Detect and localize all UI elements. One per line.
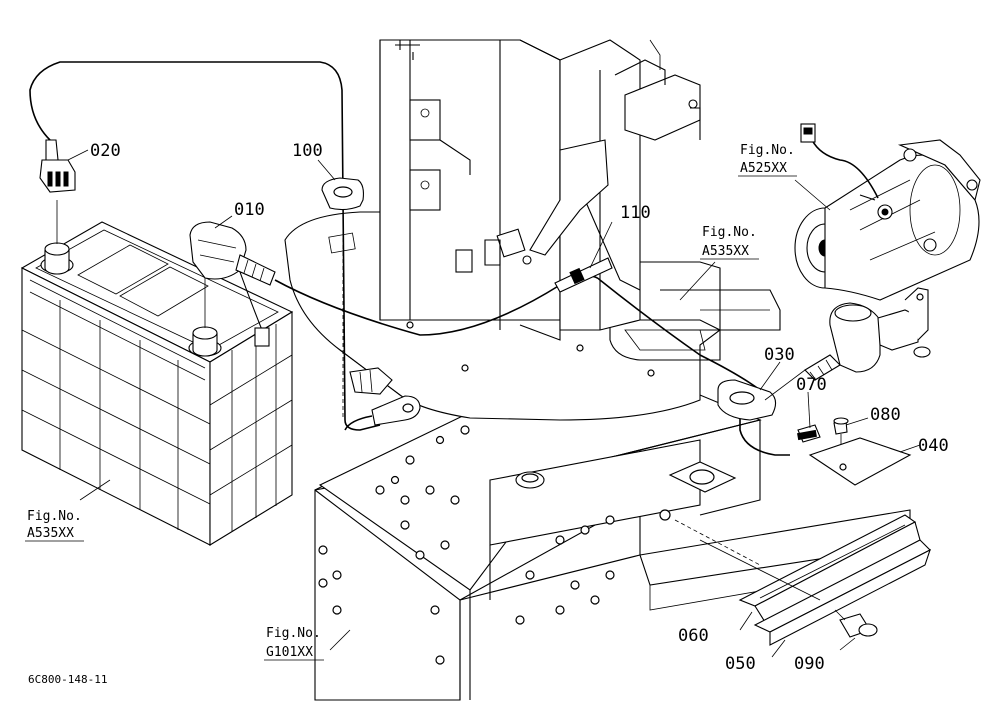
figref-frame-line1: Fig.No. [266,626,321,641]
part-labels: 020 010 100 110 030 070 080 040 060 050 … [90,141,949,674]
figure-references: Fig.No. A525XX Fig.No. A535XX Fig.No. A5… [25,143,797,661]
main-frame [314,394,911,701]
label-030: 030 [764,345,795,365]
terminal-clamp-020 [29,61,381,431]
cable-eyelet-030 [717,379,777,421]
drawing-code: 6C800-148-11 [28,673,107,686]
label-060: 060 [678,626,709,646]
starter-motor [794,123,981,301]
starter-relay [764,287,931,401]
figref-frame-line2: G101XX [266,645,313,660]
grommet-100 [321,177,364,420]
label-090: 090 [794,654,825,674]
figref-battery-line2: A535XX [27,526,74,541]
figref-starter-line1: Fig.No. [740,143,795,158]
figref-battery-line1: Fig.No. [27,509,82,524]
label-040: 040 [918,436,949,456]
label-100: 100 [292,141,323,161]
small-parts [797,417,912,486]
label-080: 080 [870,405,901,425]
label-010: 010 [234,200,265,220]
leader-lines [67,149,921,658]
figref-starter-line2: A525XX [740,161,787,176]
label-020: 020 [90,141,121,161]
label-050: 050 [725,654,756,674]
figref-cable-line1: Fig.No. [702,225,757,240]
cable-tie-110 [554,257,613,293]
label-110: 110 [620,203,651,223]
upper-column [379,39,701,341]
covers [674,514,931,646]
label-070: 070 [796,375,827,395]
ground-cable [344,367,421,431]
battery [20,200,294,546]
figref-cable-line2: A535XX [702,244,749,259]
